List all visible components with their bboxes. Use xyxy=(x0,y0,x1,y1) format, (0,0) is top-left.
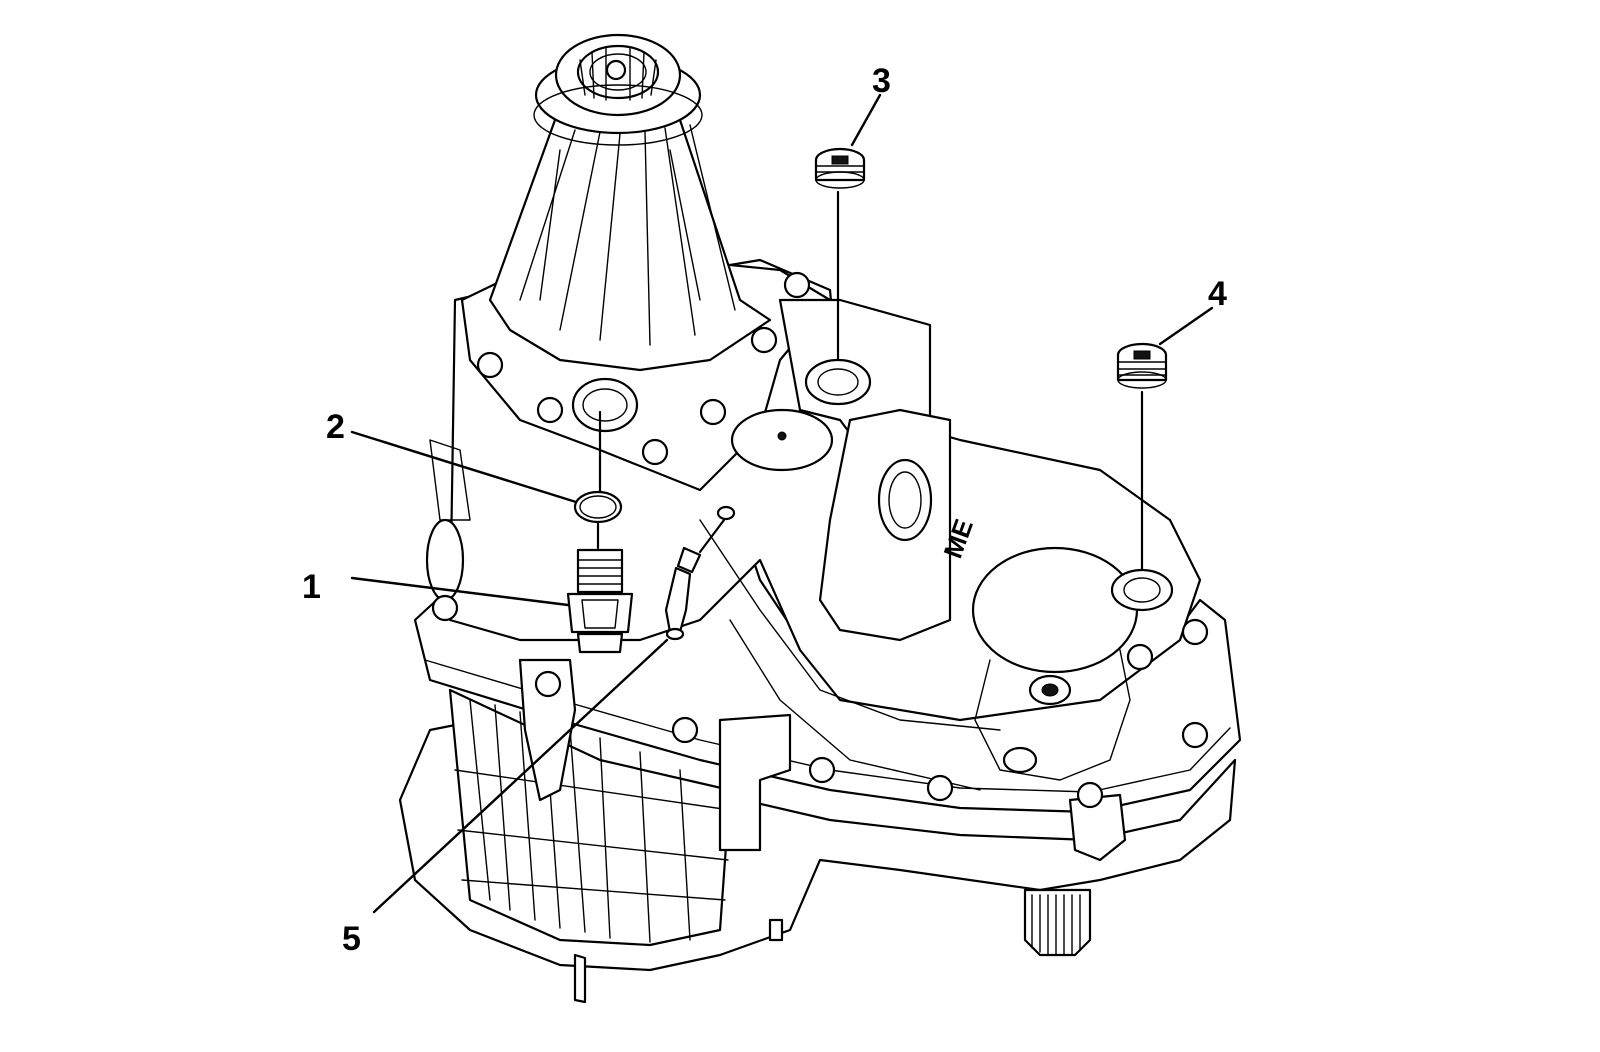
callout-5: 5 xyxy=(342,920,361,958)
leader-2 xyxy=(350,430,578,504)
callout-3: 3 xyxy=(872,62,891,100)
leader-4 xyxy=(1158,306,1214,346)
callout-1: 1 xyxy=(302,568,321,606)
callout-2: 2 xyxy=(326,408,345,446)
callout-leaders xyxy=(350,93,1214,914)
leader-3 xyxy=(850,93,882,147)
drain-plug xyxy=(1116,342,1168,389)
fill-plug xyxy=(814,147,866,189)
housing-bolts xyxy=(431,271,1209,809)
leader-5 xyxy=(372,638,669,914)
callout-4: 4 xyxy=(1208,275,1227,313)
callout-labels: 1 2 3 4 5 xyxy=(302,62,1227,958)
vent-hose-fitting xyxy=(664,505,736,641)
sensor-plug xyxy=(566,548,634,654)
leader-1 xyxy=(350,576,570,607)
front-output-housing xyxy=(488,33,772,433)
